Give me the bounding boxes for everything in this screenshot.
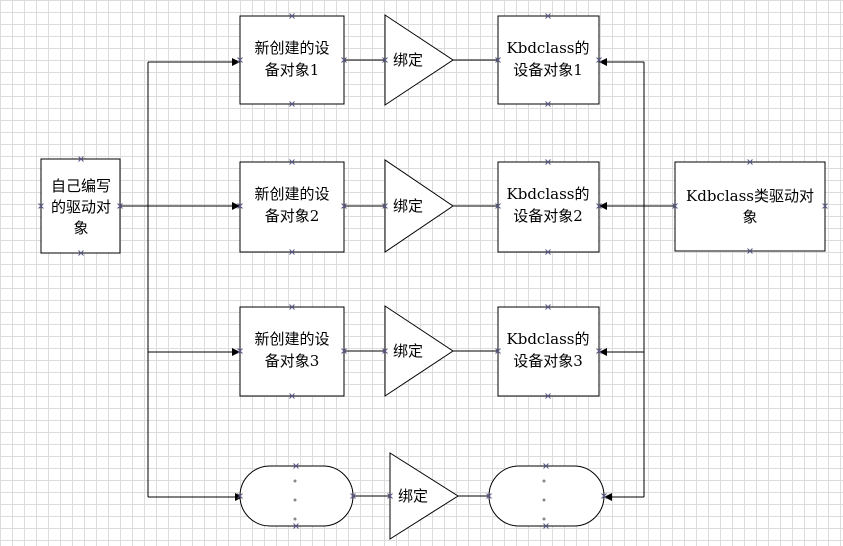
kbd-device-1-label-line2: 设备对象1 [513,61,583,79]
left-connectors [120,58,243,501]
kbd-device-1-label-line1: Kbdclass的 [507,39,590,57]
bind-triangle-3[interactable]: 绑定 [384,305,454,397]
connection-point-marker [596,57,602,63]
source-driver-label-line1: 自己编写 [51,177,111,195]
connection-point-marker [545,101,551,107]
connection-point-marker [596,203,602,209]
connection-point-marker [747,248,753,254]
ellipsis-dot [293,517,297,521]
new-device-1-label-line2: 备对象1 [265,61,320,79]
new-device-1-label-line1: 新创建的设 [254,39,329,57]
connection-point-marker [495,57,501,63]
new-device-3-label-line1: 新创建的设 [254,330,329,348]
connection-point-marker [387,493,393,499]
kbd-device-3-label-line2: 设备对象3 [513,352,583,370]
connection-point-marker [601,493,607,499]
bind-triangle-1[interactable]: 绑定 [384,14,454,106]
connection-point-marker [596,348,602,354]
right-connectors [599,58,675,501]
connection-point-marker [545,304,551,310]
source-driver-label-line3: 象 [73,219,88,237]
bind-label-2: 绑定 [393,197,423,215]
new-device-object-3[interactable]: 新创建的设 备对象3 [239,306,345,397]
kbd-device-3-label-line1: Kbdclass的 [507,330,590,348]
connection-point-marker [382,203,388,209]
connection-point-marker [237,57,243,63]
new-device-2-label-line1: 新创建的设 [254,185,329,203]
connection-point-marker [672,203,678,209]
connection-point-marker [237,493,243,499]
connection-point-marker [382,57,388,63]
connection-point-marker [289,393,295,399]
connection-point-marker [38,203,44,209]
kbd-driver-object[interactable]: Kdbclass类驱动对 象 [674,161,826,252]
connection-point-marker [545,13,551,19]
bind-label-3: 绑定 [393,342,423,360]
connection-point-marker [486,493,492,499]
kbd-device-object-2[interactable]: Kbdclass的 设备对象2 [497,161,600,253]
connection-point-marker [495,348,501,354]
bind-triangle-2[interactable]: 绑定 [384,159,454,253]
connection-point-marker [341,57,347,63]
connection-point-marker [293,463,299,469]
connection-point-marker [822,203,828,209]
connection-point-marker [78,156,84,162]
connection-point-marker [350,493,356,499]
bind-label-1: 绑定 [393,51,423,69]
connection-point-marker [545,393,551,399]
new-device-object-1[interactable]: 新创建的设 备对象1 [239,15,345,105]
connection-point-marker [117,203,123,209]
connection-point-marker [545,249,551,255]
connection-point-marker [341,348,347,354]
connection-point-marker [495,203,501,209]
connection-point-marker [543,463,549,469]
source-driver-label-line2: 的驱动对 [51,198,111,216]
ellipsis-dot [293,479,297,483]
ellipsis-dot [542,517,546,521]
connection-point-marker [289,13,295,19]
ellipsis-dot [293,498,297,502]
new-device-2-label-line2: 备对象2 [265,207,320,225]
connection-point-marker [289,249,295,255]
connection-point-markers [38,13,828,529]
bind-triangle-4[interactable]: 绑定 [389,452,459,540]
connection-point-marker [382,348,388,354]
row-connectors [344,59,498,497]
connection-point-marker [545,159,551,165]
connection-point-marker [289,159,295,165]
kbd-device-object-3[interactable]: Kbdclass的 设备对象3 [497,306,600,397]
connection-point-marker [747,159,753,165]
connection-point-marker [237,348,243,354]
connection-point-marker [543,523,549,529]
connection-point-marker [289,101,295,107]
more-kbd-devices-capsule[interactable] [488,465,605,527]
new-device-3-label-line2: 备对象3 [265,352,320,370]
kbd-driver-label-line2: 象 [742,208,757,226]
bind-label-4: 绑定 [398,487,428,505]
connection-point-marker [293,523,299,529]
kbd-device-2-label-line2: 设备对象2 [513,207,583,225]
source-driver-object[interactable]: 自己编写 的驱动对 象 [40,158,121,254]
connection-point-marker [289,304,295,310]
new-device-object-2[interactable]: 新创建的设 备对象2 [239,161,345,253]
more-new-devices-capsule[interactable] [239,465,354,527]
connection-point-marker [78,250,84,256]
connection-point-marker [341,203,347,209]
ellipsis-dot [542,498,546,502]
kbd-device-2-label-line1: Kbdclass的 [507,185,590,203]
ellipsis-dot [542,479,546,483]
kbd-driver-label-line1: Kdbclass类驱动对 [686,187,814,205]
connection-point-marker [237,203,243,209]
kbd-device-object-1[interactable]: Kbdclass的 设备对象1 [497,15,600,105]
